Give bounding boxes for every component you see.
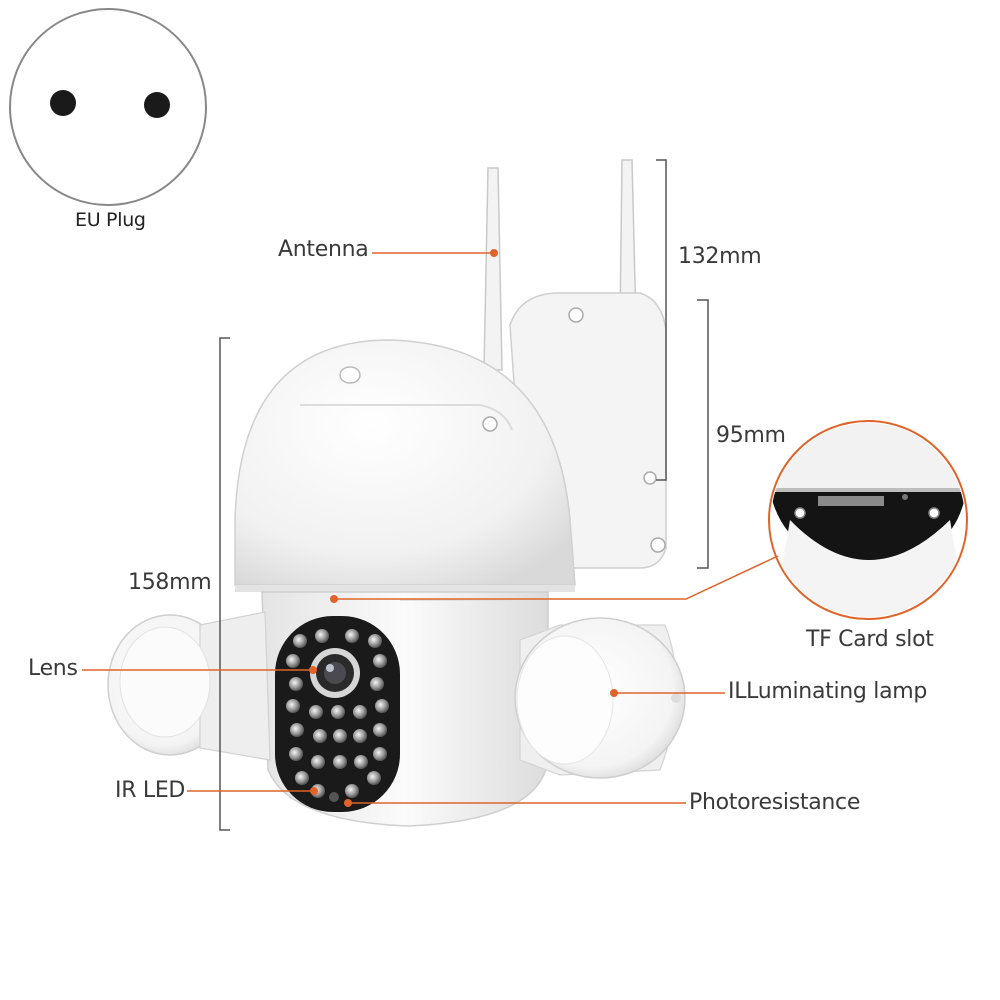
lens-icon — [310, 648, 360, 698]
led-panel — [275, 616, 400, 812]
body-height-bracket — [219, 337, 230, 831]
callout-dots — [309, 249, 618, 807]
ir-led-label: IR LED — [115, 778, 186, 803]
mount-height-bracket — [697, 299, 709, 569]
body-height-label: 158mm — [128, 570, 212, 595]
illuminating-lamp-label: ILLuminating lamp — [728, 679, 928, 704]
dome-housing — [234, 339, 576, 592]
left-lamp-icon — [107, 611, 271, 761]
lens-label: Lens — [28, 656, 78, 681]
tf-card-inset — [768, 420, 968, 620]
tf-card-slot-label: TF Card slot — [806, 627, 934, 652]
eu-plug-icon — [9, 8, 207, 206]
photoresistance-label: Photoresistance — [689, 790, 861, 815]
antenna-height-label: 132mm — [678, 244, 762, 269]
antenna-label: Antenna — [278, 237, 369, 262]
dimension-lines — [219, 159, 709, 831]
illuminating-lamp-icon — [514, 617, 686, 779]
tf-card-slot-icon — [818, 496, 884, 506]
callout-lines — [82, 252, 779, 804]
eu-plug-label: EU Plug — [75, 209, 146, 231]
ir-led-array — [286, 629, 389, 798]
tf-card-callout-line — [334, 555, 779, 600]
photoresistor-icon — [329, 792, 339, 802]
mount-height-label: 95mm — [716, 423, 786, 448]
antenna-height-bracket — [656, 159, 667, 481]
